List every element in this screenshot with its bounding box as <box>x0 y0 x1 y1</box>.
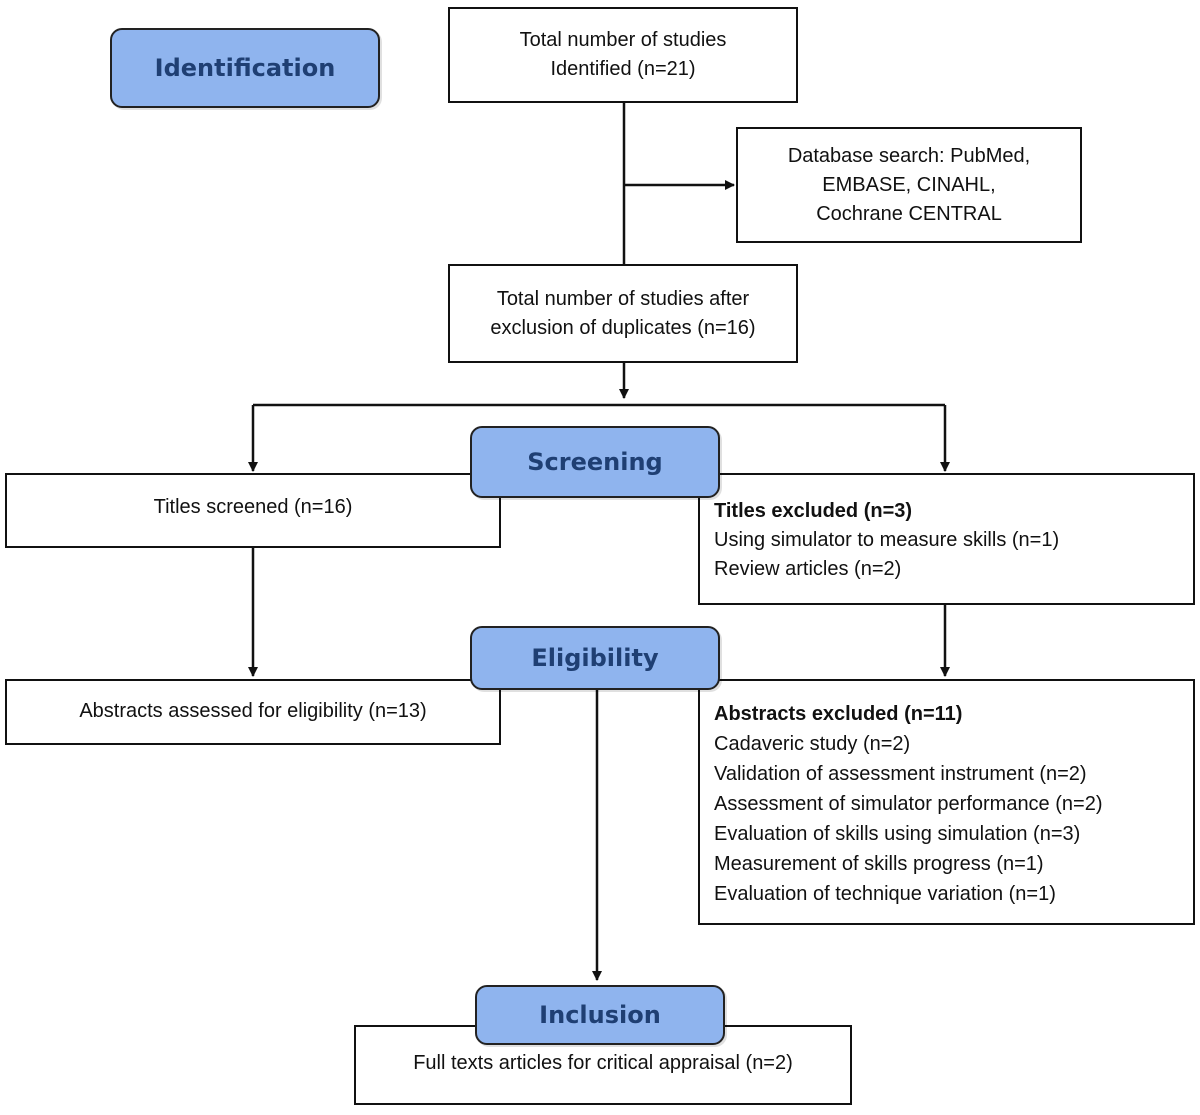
box-after-duplicates: Total number of studies after exclusion … <box>448 264 798 363</box>
full-texts-line: Full texts articles for critical apprais… <box>413 1052 793 1074</box>
abstracts-excluded-heading: Abstracts excluded (n=11) <box>714 703 963 725</box>
titles-excluded-item: Review articles (n=2) <box>714 558 902 580</box>
titles-screened-line: Titles screened (n=16) <box>153 496 353 518</box>
box-studies-identified: Total number of studies Identified (n=21… <box>448 7 798 103</box>
database-line-3: Cochrane CENTRAL <box>816 202 1002 225</box>
identified-line-2: Identified (n=21) <box>550 58 696 80</box>
box-titles-screened: Titles screened (n=16) <box>5 473 501 548</box>
titles-excluded-heading: Titles excluded (n=3) <box>714 500 913 522</box>
stage-eligibility: Eligibility <box>470 626 720 690</box>
stage-inclusion: Inclusion <box>475 985 725 1045</box>
database-line-2: EMBASE, CINAHL, <box>822 173 996 196</box>
abstracts-excluded-item: Evaluation of skills using simulation (n… <box>714 823 1081 845</box>
abstracts-excluded-item: Cadaveric study (n=2) <box>714 733 911 755</box>
box-abstracts-excluded: Abstracts excluded (n=11) Cadaveric stud… <box>698 679 1195 925</box>
box-titles-excluded: Titles excluded (n=3) Using simulator to… <box>698 473 1195 605</box>
box-database-search: Database search: PubMed, EMBASE, CINAHL,… <box>736 127 1082 243</box>
duplicates-line-1: Total number of studies after <box>496 287 750 310</box>
abstracts-assessed-line: Abstracts assessed for eligibility (n=13… <box>79 700 427 722</box>
database-line-1: Database search: PubMed, <box>787 144 1031 167</box>
box-abstracts-assessed: Abstracts assessed for eligibility (n=13… <box>5 679 501 745</box>
abstracts-excluded-item: Assessment of simulator performance (n=2… <box>714 793 1103 815</box>
abstracts-excluded-item: Measurement of skills progress (n=1) <box>714 853 1044 875</box>
abstracts-excluded-item: Validation of assessment instrument (n=2… <box>714 763 1087 785</box>
duplicates-line-2: exclusion of duplicates (n=16) <box>490 316 756 339</box>
stage-screening: Screening <box>470 426 720 498</box>
stage-identification: Identification <box>110 28 380 108</box>
identified-line-1: Total number of studies <box>519 29 727 51</box>
abstracts-excluded-item: Evaluation of technique variation (n=1) <box>714 883 1056 905</box>
titles-excluded-item: Using simulator to measure skills (n=1) <box>714 529 1060 551</box>
